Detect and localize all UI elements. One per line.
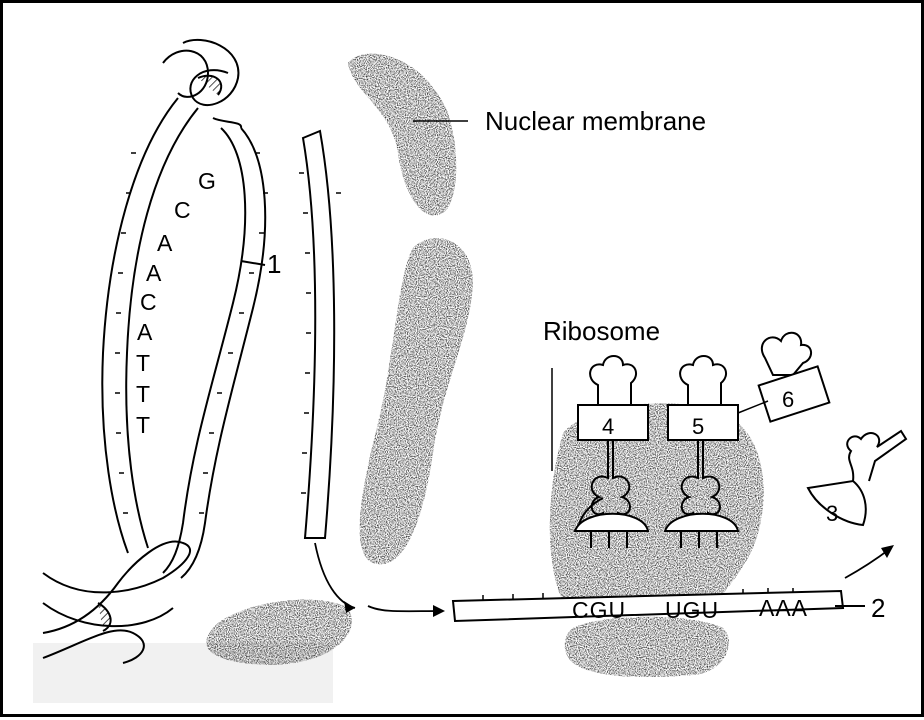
nuclear-membrane-label: Nuclear membrane [485,106,706,136]
transport-arrow [368,606,443,611]
transport-arrow [315,543,355,608]
label-1: 1 [267,249,281,279]
label-3: 3 [826,501,838,526]
trna-3-released [808,431,906,525]
dna-base: T [136,412,150,438]
dna-base: C [140,289,157,315]
ribosome-label: Ribosome [543,316,660,346]
peptide-bond-line [738,401,768,413]
label-2: 2 [871,593,885,623]
dna-base: C [174,197,191,223]
dna-base: T [136,350,150,376]
mrna-strand-free [303,131,334,538]
ribosome [550,403,764,677]
label-6: 6 [782,387,794,412]
dna-base: A [146,260,162,286]
codon: CGU [572,597,626,623]
dna-base: A [137,319,153,345]
codon: UGU [665,597,719,623]
codon: AAA [759,595,808,621]
label-4: 4 [602,414,614,439]
label-5: 5 [692,414,704,439]
dna-base: T [136,381,150,407]
dna-base: A [157,230,173,256]
nuclear-membrane [206,54,473,665]
dna-double-helix [43,40,265,663]
protein-synthesis-diagram: G C A A C A T T T 1 Ribosome CGU UGU [3,3,924,720]
dna-base: G [198,168,216,194]
